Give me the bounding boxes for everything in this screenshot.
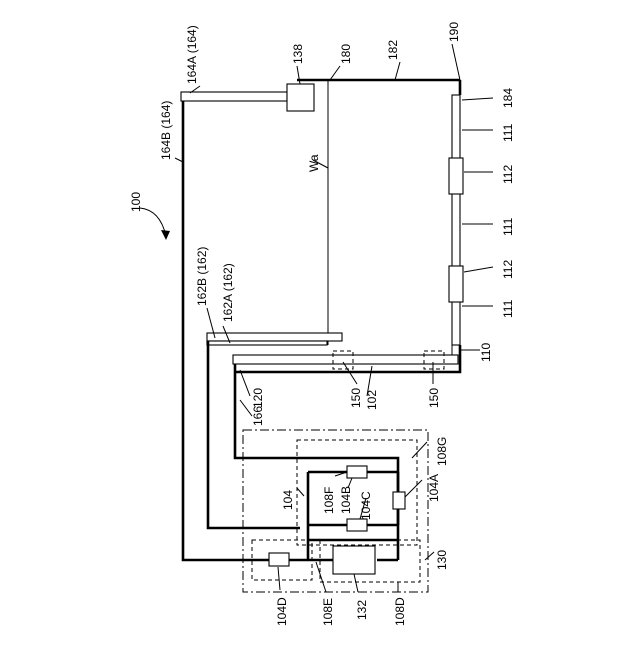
- line-164B: [183, 101, 278, 560]
- component-138: [287, 84, 314, 111]
- side-panel-110: [449, 95, 463, 345]
- element-112-lower: [449, 266, 463, 302]
- label-112-b: 112: [501, 260, 515, 279]
- label-138: 138: [291, 44, 305, 64]
- label-190: 190: [447, 22, 461, 42]
- label-182: 182: [386, 40, 400, 60]
- label-104C: 104C: [359, 491, 373, 520]
- label-102: 102: [365, 390, 379, 410]
- label-108F: 108F: [322, 487, 336, 514]
- label-104: 104: [281, 490, 295, 510]
- panel-strip: [452, 95, 460, 345]
- component-104A: [393, 492, 405, 509]
- label-112-a: 112: [501, 165, 515, 184]
- label-162B: 162B (162): [195, 247, 209, 306]
- label-104B: 104B: [339, 486, 353, 514]
- label-100: 100: [129, 192, 143, 212]
- label-104D: 104D: [275, 597, 289, 626]
- label-111-a: 111: [501, 123, 515, 142]
- component-104B: [347, 466, 367, 478]
- label-184: 184: [501, 88, 515, 108]
- label-110: 110: [479, 343, 493, 362]
- label-108G: 108G: [435, 437, 449, 466]
- component-104D: [269, 553, 289, 566]
- pipe-162A: [207, 341, 327, 345]
- label-132: 132: [355, 600, 369, 620]
- pipe-164: [181, 84, 314, 111]
- label-166-visible: 166: [251, 406, 265, 426]
- element-112-upper: [449, 158, 463, 194]
- chamber-180: [297, 80, 460, 345]
- pipe-164A: [181, 92, 287, 101]
- label-150-right: 150: [427, 388, 441, 408]
- label-111-c: 111: [501, 299, 515, 318]
- leader-lines: [140, 44, 493, 592]
- label-164A: 164A (164): [185, 25, 199, 84]
- label-150-left: 150: [349, 388, 363, 408]
- label-Wa: Wa: [307, 154, 321, 172]
- label-108D: 108D: [393, 597, 407, 626]
- label-104A: 104A: [427, 474, 441, 502]
- label-111-b: 111: [501, 217, 515, 236]
- label-164B: 164B (164): [159, 101, 173, 160]
- label-180: 180: [339, 44, 353, 64]
- component-132: [333, 546, 375, 574]
- label-120: 120: [251, 388, 265, 408]
- pipe-162: [207, 333, 342, 345]
- label-130: 130: [435, 550, 449, 570]
- label-162A: 162A (162): [221, 263, 235, 322]
- label-108E: 108E: [321, 598, 335, 626]
